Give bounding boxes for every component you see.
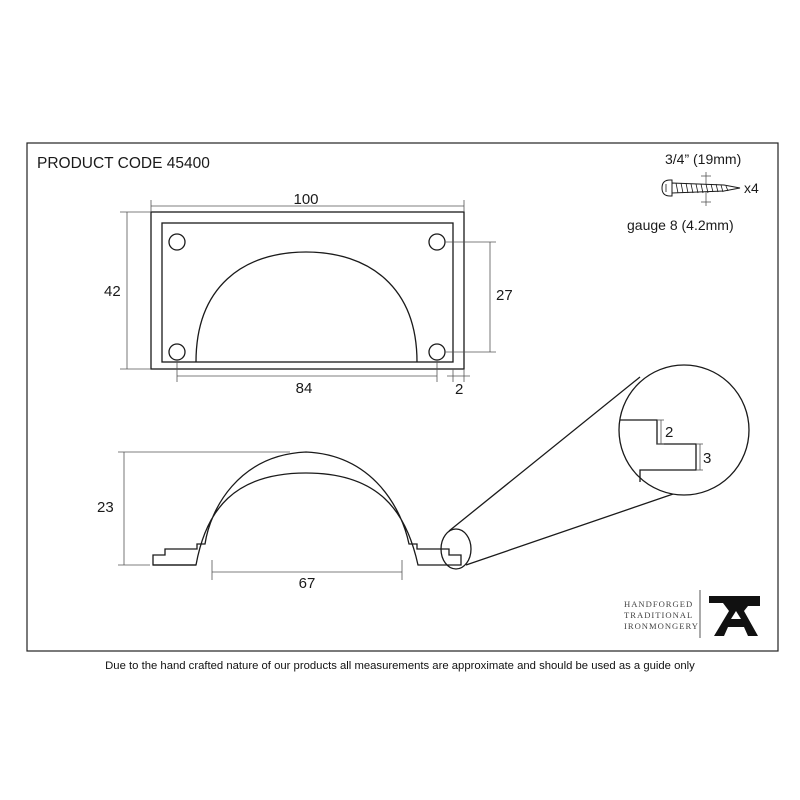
detail-magnified-circle — [618, 364, 750, 496]
product-code-label: PRODUCT CODE 45400 — [37, 155, 210, 172]
handle-profile — [152, 451, 462, 566]
screw-spec: 3/4” (19mm) x4 gauge 8 (4.2mm) — [627, 151, 759, 233]
cup-outline — [195, 251, 418, 363]
dim-profile-height: 23 — [97, 499, 114, 516]
screw-hole-top-left — [168, 233, 186, 251]
side-view — [152, 451, 462, 566]
screw-hole-bottom-right — [428, 343, 446, 361]
backplate-inner — [161, 222, 454, 363]
detail-callout: 2 3 — [440, 364, 750, 570]
brand-mark: HANDFORGED TRADITIONAL IRONMONGERY — [624, 590, 760, 638]
disclaimer-note: Due to the hand crafted nature of our pr… — [105, 660, 695, 672]
brand-line-3: IRONMONGERY — [624, 621, 699, 631]
dim-edge-offset: 2 — [455, 381, 463, 398]
screw-icon — [661, 172, 741, 206]
screw-hole-top-right — [428, 233, 446, 251]
dim-overall-width: 100 — [293, 191, 318, 208]
screw-gauge-label: gauge 8 (4.2mm) — [627, 217, 734, 233]
dim-hole-spacing-horizontal: 84 — [296, 380, 313, 397]
dim-overall-height: 42 — [104, 283, 121, 300]
top-view-dimensions: 100 42 27 84 2 — [104, 191, 513, 398]
brand-line-2: TRADITIONAL — [624, 610, 693, 620]
dim-hole-spacing-vertical: 27 — [496, 287, 513, 304]
side-view-dimensions: 23 67 — [97, 451, 403, 592]
screw-length-label: 3/4” (19mm) — [665, 151, 741, 167]
detail-source-ring — [440, 528, 472, 570]
screw-quantity-label: x4 — [744, 180, 759, 196]
anvil-a-icon — [709, 596, 760, 636]
backplate-outline — [150, 211, 465, 370]
dim-detail-step-height: 3 — [703, 450, 711, 467]
drawing-frame — [26, 142, 779, 652]
top-view — [150, 211, 465, 370]
brand-line-1: HANDFORGED — [624, 599, 693, 609]
dim-detail-step-width: 2 — [665, 424, 673, 441]
dim-inner-width: 67 — [299, 575, 316, 592]
screw-hole-bottom-left — [168, 343, 186, 361]
